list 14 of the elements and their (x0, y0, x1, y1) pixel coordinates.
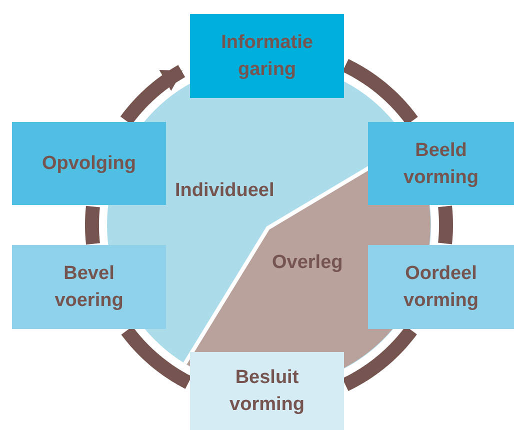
step-box (368, 245, 514, 329)
step-box (190, 352, 344, 430)
segment-label: Overleg (272, 252, 343, 274)
step-box (190, 14, 344, 98)
step-label: Beeld vorming (402, 138, 480, 190)
step-label: Opvolging (42, 152, 136, 176)
segment-label: Individueel (175, 180, 274, 202)
step-label: Oordeel vorming (402, 262, 480, 313)
step-box (12, 122, 166, 205)
step-label: Bevel voering (54, 262, 124, 313)
step-label: Besluit vorming (228, 366, 306, 417)
step-label: Informatie garing (220, 31, 314, 82)
step-box (368, 122, 514, 205)
step-box (12, 245, 166, 329)
